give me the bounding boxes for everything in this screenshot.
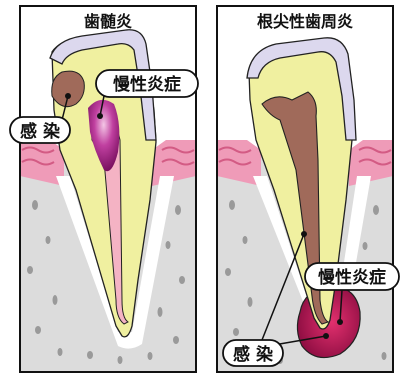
panel-apical-periodontitis: 根尖性歯周炎 慢性炎症 感 染 [217,6,399,372]
panel-title: 根尖性歯周炎 [257,12,353,31]
infected-caries [52,71,85,107]
label-infection: 感 染 [20,121,60,142]
panel-pulpitis: 歯髄炎 感 染 慢性炎症 [10,6,198,372]
label-inflammation: 慢性炎症 [318,267,386,288]
label-inflammation: 慢性炎症 [113,74,181,95]
label-infection: 感 染 [233,344,273,365]
panel-title: 歯髄炎 [84,12,132,31]
